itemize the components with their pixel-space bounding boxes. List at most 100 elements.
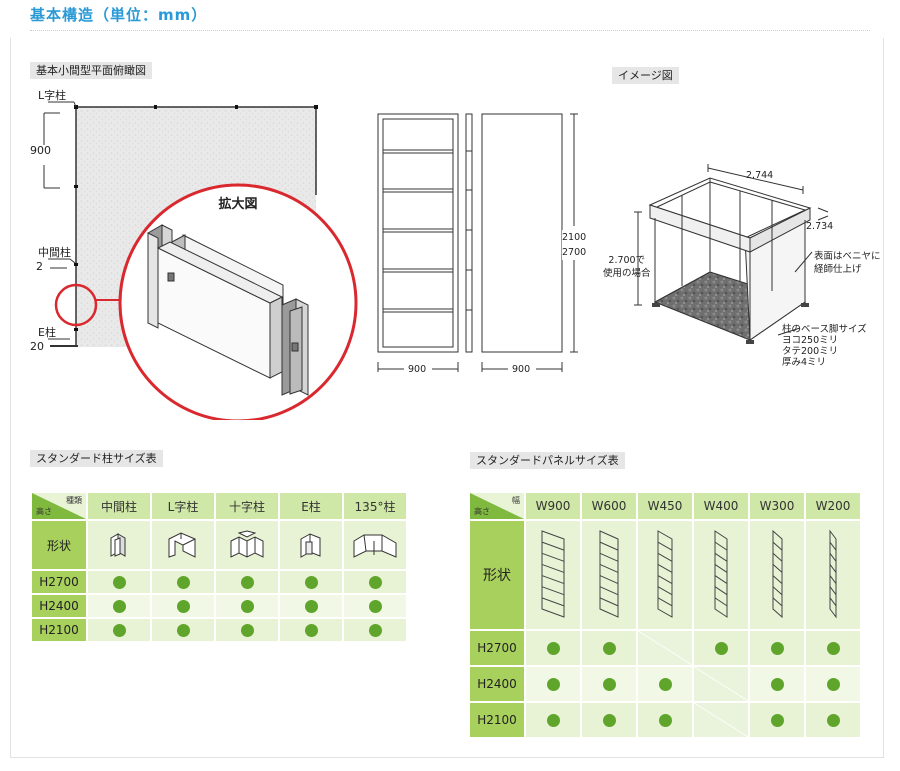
magnified-label: 拡大図: [218, 196, 257, 212]
available-dot-icon: [826, 678, 840, 691]
content-frame: [10, 38, 884, 758]
available-dot-icon: [658, 678, 672, 691]
available-cell: [804, 701, 862, 739]
panel-table-row: H2100: [468, 701, 862, 739]
available-dot-icon: [176, 624, 190, 637]
available-dot-icon: [368, 600, 382, 613]
available-dot-icon: [304, 600, 318, 613]
available-dot-icon: [368, 576, 382, 589]
column-header-middle: 中間柱: [86, 491, 152, 521]
panel-shape-icon-w300: [748, 519, 806, 631]
available-dot-icon: [826, 642, 840, 655]
available-cell: [86, 569, 152, 595]
panel-icon: [541, 529, 565, 618]
available-cell: [804, 665, 862, 703]
panel-shape-icon-w600: [580, 519, 638, 631]
panel-table-row: H2700: [468, 629, 862, 667]
column-135-icon: [342, 519, 408, 571]
available-cell: [580, 665, 638, 703]
column-shape-row-label: 形状: [30, 519, 88, 571]
depth-dimension-label: 2.734: [806, 221, 834, 232]
column-table-row: H2700: [30, 569, 408, 595]
available-dot-icon: [112, 624, 126, 637]
available-cell: [214, 593, 280, 619]
column-table-row-label: H2400: [30, 593, 88, 619]
panel-icon: [657, 529, 673, 618]
available-cell: [278, 569, 344, 595]
available-cell: [636, 665, 694, 703]
elevation-height-label: 2100 2700: [562, 230, 587, 260]
available-cell: [636, 701, 694, 739]
available-dot-icon: [546, 678, 560, 691]
available-dot-icon: [714, 642, 728, 655]
available-cell: [214, 569, 280, 595]
available-cell: [580, 701, 638, 739]
panel-header-w400: W400: [692, 491, 750, 521]
column-table-row: H2100: [30, 617, 408, 643]
available-dot-icon: [304, 624, 318, 637]
column-table-label: スタンダード柱サイズ表: [30, 450, 163, 467]
available-cell: [86, 617, 152, 643]
available-dot-icon: [602, 678, 616, 691]
title-divider: [30, 30, 870, 31]
column-header-cross: 十字柱: [214, 491, 280, 521]
available-dot-icon: [602, 714, 616, 727]
column-header-l: L字柱: [150, 491, 216, 521]
available-cell: [524, 629, 582, 667]
dim-20-label: 20: [30, 340, 44, 353]
surface-finish-label: 表面はベニヤに 経師仕上げ: [814, 251, 881, 275]
detail-marker-circle: [54, 283, 98, 327]
elevation-diagram: [377, 113, 578, 372]
panel-table-row: H2400: [468, 665, 862, 703]
width-dimension-label: 2.744: [746, 170, 774, 181]
e-column-label: E柱: [38, 326, 56, 339]
panel-icon: [599, 529, 619, 618]
e-column-icon: [278, 519, 344, 571]
panel-icon: [772, 529, 782, 618]
usable-height-label: 2.700で 使用の場合: [603, 255, 651, 279]
panel-icon: [829, 529, 837, 618]
available-cell: [150, 569, 216, 595]
elevation-width-right: 900: [512, 364, 531, 375]
available-cell: [342, 569, 408, 595]
column-base-size-label: 柱のベース脚サイズ ヨコ250ミリ タテ200ミリ 厚み4ミリ: [782, 324, 867, 368]
available-dot-icon: [304, 576, 318, 589]
dim-2-label: 2: [36, 260, 43, 273]
panel-size-table: 幅 高さ W900 W600 W450 W400 W300 W200 形状 H2…: [468, 491, 862, 739]
available-dot-icon: [826, 714, 840, 727]
panel-shape-icon-w450: [636, 519, 694, 631]
image-view-label: イメージ図: [612, 67, 679, 84]
available-cell: [86, 593, 152, 619]
available-cell: [748, 701, 806, 739]
page-title: 基本構造（単位：mm）: [30, 6, 208, 24]
available-dot-icon: [368, 624, 382, 637]
available-dot-icon: [546, 714, 560, 727]
dim-900-label: 900: [30, 144, 51, 157]
column-table-row-label: H2100: [30, 617, 88, 643]
available-dot-icon: [240, 624, 254, 637]
available-cell: [214, 617, 280, 643]
available-dot-icon: [176, 600, 190, 613]
panel-header-w600: W600: [580, 491, 638, 521]
panel-header-w450: W450: [636, 491, 694, 521]
column-table-corner: 種類 高さ: [30, 491, 88, 521]
panel-shape-icon-w900: [524, 519, 582, 631]
panel-header-w900: W900: [524, 491, 582, 521]
available-dot-icon: [240, 576, 254, 589]
available-dot-icon: [770, 678, 784, 691]
booth-perspective-image: [634, 164, 829, 344]
panel-header-w200: W200: [804, 491, 862, 521]
unavailable-cell: [692, 701, 750, 739]
available-cell: [748, 629, 806, 667]
available-dot-icon: [112, 576, 126, 589]
panel-table-row-label: H2700: [468, 629, 526, 667]
available-dot-icon: [658, 714, 672, 727]
available-cell: [524, 665, 582, 703]
plan-section-label: 基本小間型平面俯瞰図: [30, 62, 152, 79]
panel-table-label: スタンダードパネルサイズ表: [470, 452, 625, 469]
available-cell: [150, 593, 216, 619]
unavailable-cell: [636, 629, 694, 667]
available-dot-icon: [112, 600, 126, 613]
available-cell: [278, 593, 344, 619]
